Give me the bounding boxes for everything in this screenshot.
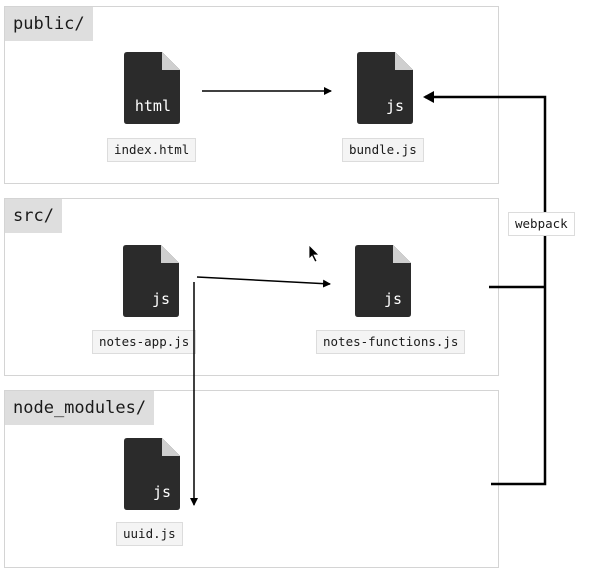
- webpack-label: webpack: [508, 212, 575, 236]
- file-extension: js: [151, 290, 170, 308]
- notes-functions-js-file-icon: js: [355, 245, 411, 317]
- bundle-js-label: bundle.js: [342, 138, 424, 162]
- file-extension: js: [383, 290, 402, 308]
- index-html-label: index.html: [107, 138, 197, 162]
- document-icon: [355, 245, 411, 317]
- bundle-js-file-icon: js: [357, 52, 413, 124]
- notes-functions-js-label: notes-functions.js: [316, 330, 466, 354]
- document-icon: [357, 52, 413, 124]
- notes-app-js-file-icon: js: [123, 245, 179, 317]
- src-folder-tag: src/: [5, 199, 62, 233]
- document-icon: [124, 438, 180, 510]
- node-modules-folder-tag: node_modules/: [5, 391, 155, 425]
- file-extension: js: [152, 483, 171, 501]
- node-modules-panel: node_modules/: [4, 390, 499, 568]
- notes-app-js-label: notes-app.js: [92, 330, 197, 354]
- file-extension: js: [385, 97, 404, 115]
- public-folder-tag: public/: [5, 7, 93, 41]
- document-icon: [123, 245, 179, 317]
- file-extension: html: [134, 97, 171, 115]
- public-panel: public/: [4, 6, 499, 184]
- document-icon: [124, 52, 180, 124]
- index-html-file-icon: html: [124, 52, 180, 124]
- uuid-js-label: uuid.js: [116, 522, 183, 546]
- src-panel: src/: [4, 198, 499, 376]
- uuid-js-file-icon: js: [124, 438, 180, 510]
